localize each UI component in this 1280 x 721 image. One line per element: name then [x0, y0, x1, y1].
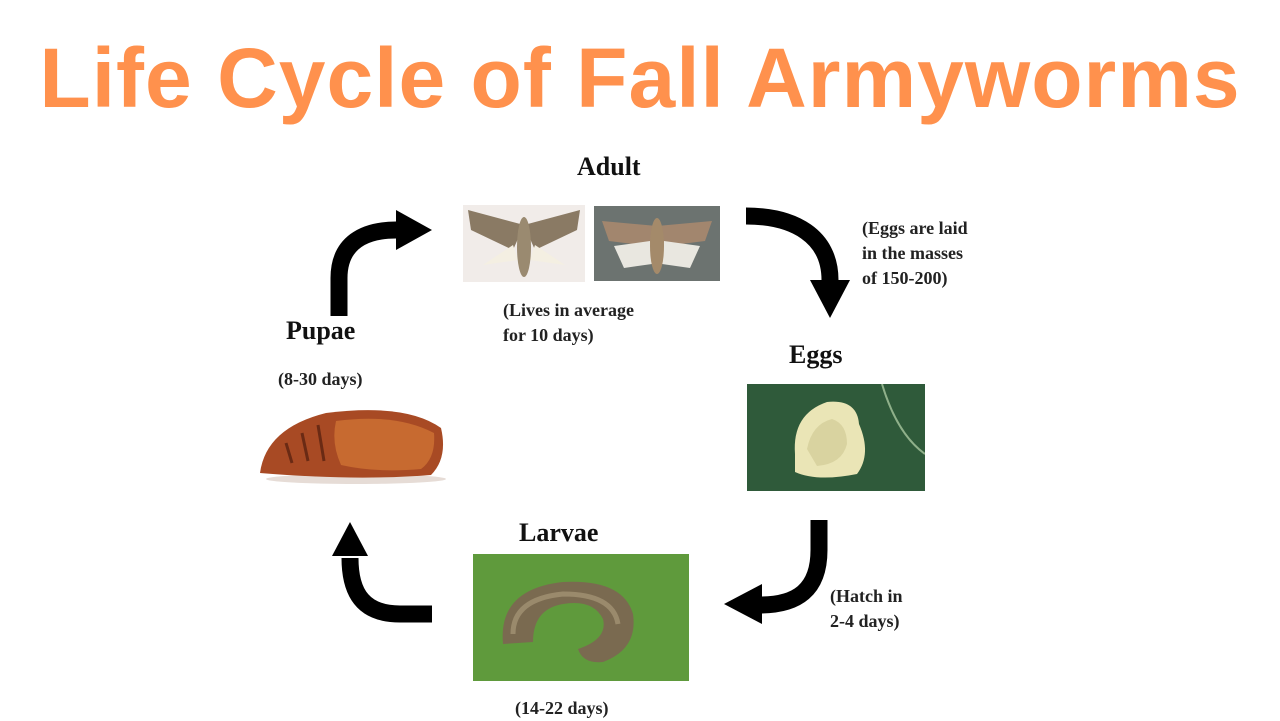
- adult-moth-image-1: [463, 205, 585, 282]
- eggs-laid-note-line-3: of 150-200): [862, 268, 948, 288]
- larvae-note: (14-22 days): [515, 698, 609, 718]
- hatch-note-line-2: 2-4 days): [830, 611, 900, 631]
- eggs-laid-note-line-2: in the masses: [862, 243, 964, 263]
- arrow-larvae-to-pupae-icon: [332, 522, 432, 623]
- eggs-laid-note-line-1: (Eggs are laid: [862, 218, 968, 238]
- hatch-note: (Hatch in 2-4 days): [830, 584, 903, 634]
- pupae-note: (8-30 days): [278, 369, 363, 389]
- larvae-label: Larvae: [519, 518, 599, 547]
- arrow-adult-to-eggs-icon: [745, 207, 850, 318]
- eggs-label: Eggs: [789, 340, 843, 369]
- larvae-image: [473, 554, 689, 681]
- adult-note-line-2: for 10 days): [503, 325, 594, 345]
- pupae-image: [256, 403, 448, 485]
- page-title: Life Cycle of Fall Armyworms: [39, 31, 1241, 125]
- adult-label: Adult: [577, 152, 641, 181]
- arrow-eggs-to-larvae-icon: [724, 520, 828, 624]
- hatch-note-line-1: (Hatch in: [830, 586, 903, 606]
- eggs-image: [747, 384, 925, 491]
- adult-moth-image-2: [594, 206, 720, 281]
- eggs-laid-note: (Eggs are laid in the masses of 150-200): [862, 216, 968, 291]
- arrow-pupae-to-adult-icon: [330, 210, 432, 316]
- adult-note: (Lives in average for 10 days): [503, 298, 634, 348]
- adult-note-line-1: (Lives in average: [503, 300, 634, 320]
- pupae-label: Pupae: [286, 316, 356, 345]
